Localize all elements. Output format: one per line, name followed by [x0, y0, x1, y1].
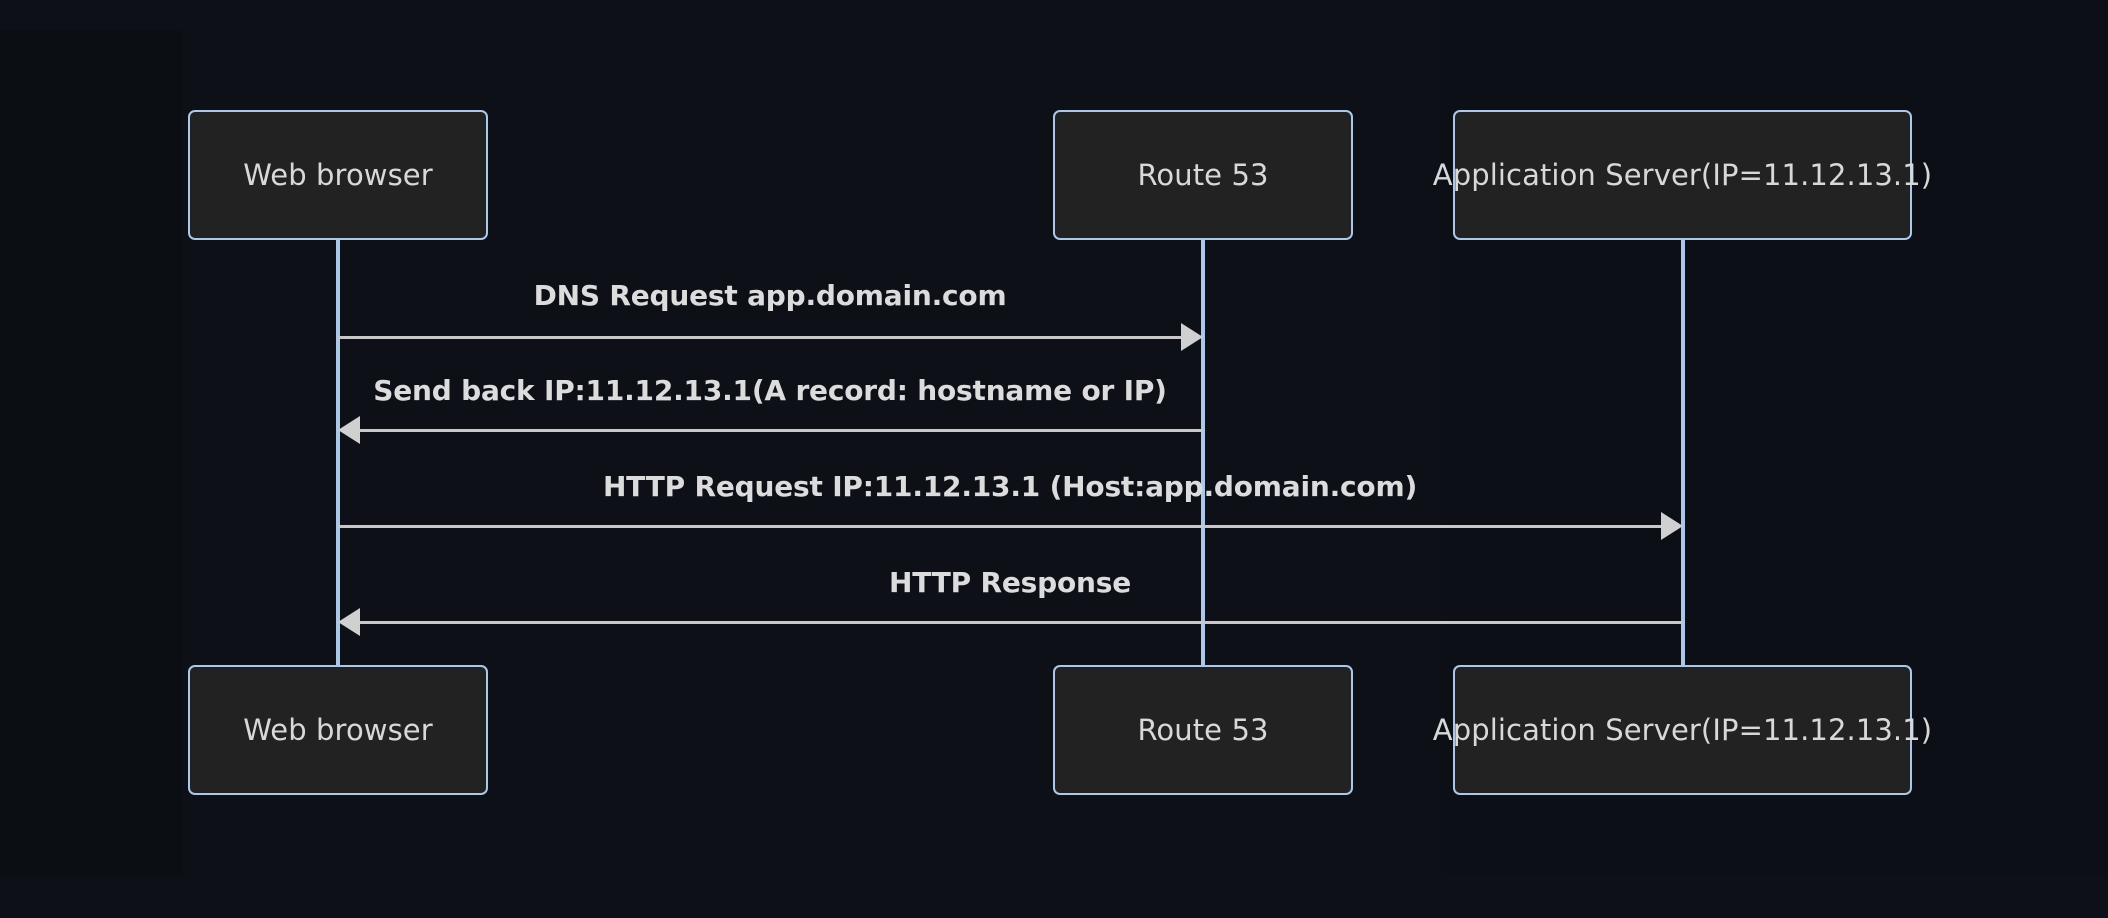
message-line-2[interactable]: [360, 429, 1203, 432]
message-line-3[interactable]: [338, 525, 1661, 528]
message-label-2: Send back IP:11.12.13.1(A record: hostna…: [373, 374, 1167, 407]
participant-box-web-browser-top[interactable]: Web browser: [188, 110, 488, 240]
lifeline-application-server: [1681, 240, 1685, 665]
message-arrowhead-2: [338, 416, 360, 444]
message-arrowhead-3: [1661, 512, 1683, 540]
message-label-3: HTTP Request IP:11.12.13.1 (Host:app.dom…: [602, 470, 1418, 503]
participant-box-application-server-top[interactable]: Application Server(IP=11.12.13.1): [1433, 110, 1932, 240]
message-line-1[interactable]: [338, 336, 1181, 339]
participant-label-route-53-top: Route 53: [1137, 158, 1269, 192]
participant-box-application-server-bottom[interactable]: Application Server(IP=11.12.13.1): [1433, 665, 1932, 795]
lifeline-web-browser: [336, 240, 340, 665]
message-label-1: DNS Request app.domain.com: [533, 279, 1007, 312]
participant-label-route-53-bottom: Route 53: [1137, 713, 1269, 747]
message-label-4: HTTP Response: [888, 566, 1132, 599]
participant-label-web-browser-top: Web browser: [243, 158, 433, 192]
message-line-4[interactable]: [360, 621, 1683, 624]
message-arrowhead-1: [1181, 323, 1203, 351]
participant-label-web-browser-bottom: Web browser: [243, 713, 433, 747]
background-panel-left: [0, 30, 182, 875]
message-arrowhead-4: [338, 608, 360, 636]
participant-box-route-53-bottom[interactable]: Route 53: [1053, 665, 1353, 795]
participant-box-route-53-top[interactable]: Route 53: [1053, 110, 1353, 240]
participant-label-application-server-top: Application Server(IP=11.12.13.1): [1432, 158, 1933, 192]
participant-label-application-server-bottom: Application Server(IP=11.12.13.1): [1432, 713, 1933, 747]
participant-box-web-browser-bottom[interactable]: Web browser: [188, 665, 488, 795]
lifeline-route-53: [1201, 240, 1205, 665]
